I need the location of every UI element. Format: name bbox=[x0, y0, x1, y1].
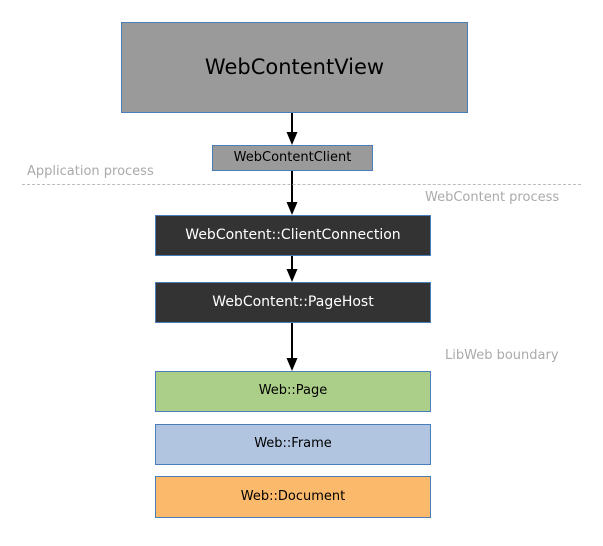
node-web-page[interactable]: Web::Page bbox=[155, 371, 431, 412]
node-webcontent-pagehost[interactable]: WebContent::PageHost bbox=[155, 282, 431, 323]
edge-webcontentclient-to-clientconnection bbox=[286, 171, 298, 215]
node-web-document[interactable]: Web::Document bbox=[155, 476, 431, 518]
node-webcontent-clientconnection[interactable]: WebContent::ClientConnection bbox=[155, 215, 431, 256]
zone-label-application-process: Application process bbox=[27, 164, 154, 179]
node-webcontentclient[interactable]: WebContentClient bbox=[212, 145, 373, 171]
node-webcontentview[interactable]: WebContentView bbox=[121, 22, 468, 113]
edge-pagehost-to-page bbox=[286, 323, 298, 371]
node-web-frame[interactable]: Web::Frame bbox=[155, 424, 431, 465]
zone-label-libweb-boundary: LibWeb boundary bbox=[445, 348, 559, 363]
zone-label-webcontent-process: WebContent process bbox=[425, 190, 560, 205]
edge-webcontentview-to-webcontentclient bbox=[286, 113, 298, 145]
process-divider-line bbox=[22, 184, 581, 185]
edge-clientconnection-to-pagehost bbox=[286, 256, 298, 282]
